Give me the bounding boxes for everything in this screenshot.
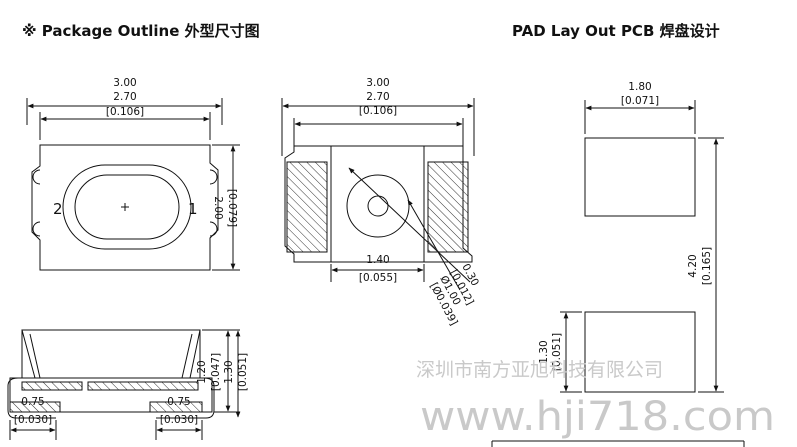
pcb-span: 4.20 (687, 254, 699, 277)
top-view (26, 98, 240, 271)
side-lead-bottom-left (9, 401, 61, 413)
bottom-pad-dim-in: [0.055] (359, 272, 397, 284)
side-height-b: 1.30 (223, 360, 235, 383)
side-lead-bottom-right (149, 401, 203, 413)
side-lead-top-left (21, 381, 83, 391)
pcb-pad-width-in: [0.071] (621, 95, 659, 107)
bottom-width-dim: 3.00 (366, 77, 389, 89)
top-height-dim-in: [0.079] (226, 189, 238, 227)
side-view (7, 329, 241, 440)
bottom-inner-dim: 2.70 (366, 91, 389, 103)
bottom-pad-left (286, 161, 328, 253)
side-height-b-in: [0.051] (237, 353, 249, 391)
package-outline-title: ※ Package Outline 外型尺寸图 (22, 22, 260, 40)
pin-1-label: 1 (188, 200, 198, 218)
top-height-dim: 2.00 (212, 196, 224, 219)
pcb-pad-bottom (584, 311, 696, 393)
side-lead-top-right (87, 381, 199, 391)
pcb-pad-height-in: [0.051] (551, 333, 563, 371)
side-pad-right-in: [0.030] (160, 414, 198, 426)
bottom-pad-right (427, 161, 469, 253)
bottom-pad-dim: 1.40 (366, 254, 389, 266)
side-height-a: 1.20 (196, 360, 208, 383)
pcb-pad-top (584, 137, 696, 217)
side-pad-right: 0.75 (167, 396, 190, 408)
pcb-pad-height: 1.30 (538, 340, 550, 363)
watermark-company: 深圳市南方亚旭科技有限公司 (416, 359, 663, 381)
top-inner-dim-in: [0.106] (106, 106, 144, 118)
bottom-inner-dim-in: [0.106] (359, 105, 397, 117)
pcb-span-in: [0.165] (701, 247, 713, 285)
pcb-pad-layout (560, 100, 724, 393)
top-width-dim: 3.00 (113, 77, 136, 89)
pcb-pad-width: 1.80 (628, 81, 651, 93)
watermark-url: www.hji718.com (420, 394, 775, 440)
top-inner-dim: 2.70 (113, 91, 136, 103)
side-pad-left: 0.75 (21, 396, 44, 408)
side-pad-left-in: [0.030] (14, 414, 52, 426)
side-height-a-in: [0.047] (210, 353, 222, 391)
pad-layout-title: PAD Lay Out PCB 焊盘设计 (512, 22, 720, 40)
pin-2-label: 2 (53, 200, 63, 218)
